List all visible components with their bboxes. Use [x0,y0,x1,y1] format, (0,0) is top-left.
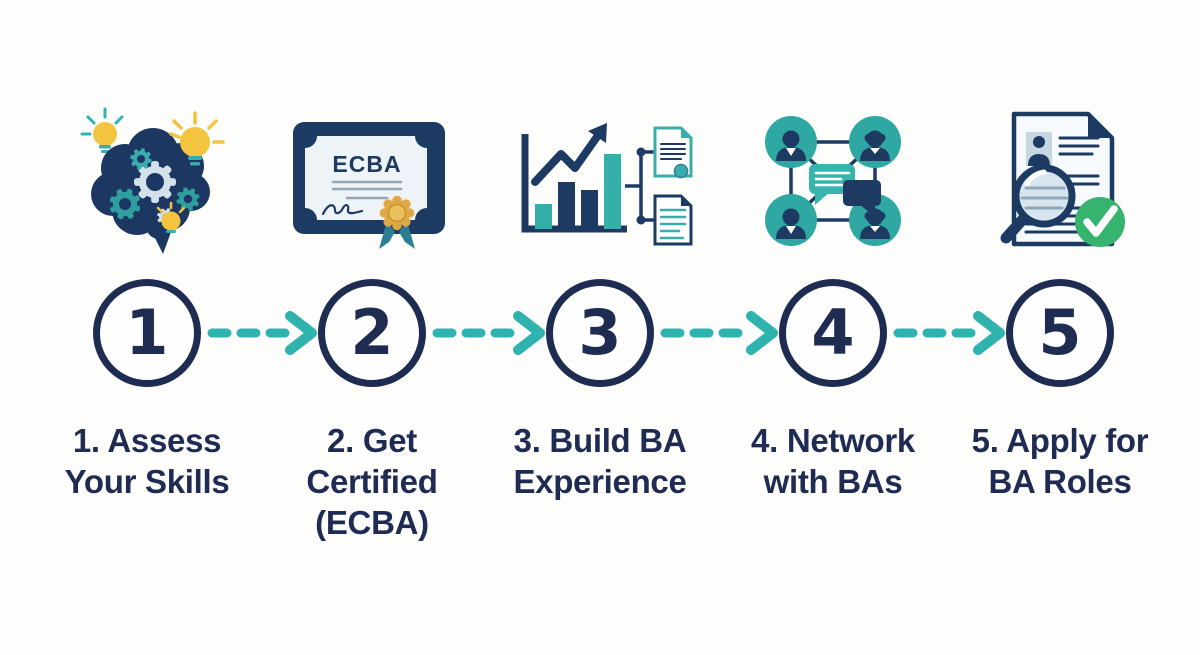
step-3-column: 3 3. Build BA Experience [480,0,720,655]
step-2-column: ECBA [252,0,492,655]
step-5-column: 5 5. Apply for BA Roles [940,0,1180,655]
step-3-label: 3. Build BA Experience [480,420,720,502]
step-4-column: 4 4. Network with BAs [713,0,953,655]
magnifier-icon [1000,164,1076,244]
lightbulb-icon [169,111,225,166]
label-line: 2. Get [327,422,417,459]
step-1-number-circle: 1 [93,279,201,387]
person-node-icon [765,116,817,168]
check-icon [1075,197,1125,247]
signature [321,204,364,216]
person-node-icon [765,194,817,246]
people-network-chat-icon [765,116,901,246]
step-number: 2 [350,296,394,369]
step-number: 4 [811,296,855,369]
lightbulb-icon [80,107,124,153]
step-3-number-circle: 3 [546,279,654,387]
document-icon [653,194,693,246]
label-line: Certified [306,463,438,500]
step-1-column: 1 1. Assess Your Skills [27,0,267,655]
step-5-number-circle: 5 [1006,279,1114,387]
award-rosette-icon [379,195,415,249]
label-line: 5. Apply for [971,422,1149,459]
certificate-title: ECBA [332,151,401,177]
label-line: 3. Build BA [513,422,687,459]
step-4-number-circle: 4 [779,279,887,387]
step-2-number-circle: 2 [318,279,426,387]
label-line: BA Roles [988,463,1132,500]
brain-gears-lightbulbs-icon [80,107,225,254]
bar-chart [535,154,621,229]
label-line: Experience [513,463,687,500]
step-1-label: 1. Assess Your Skills [27,420,267,502]
label-line: 1. Assess [72,422,222,459]
person-node-icon [849,116,901,168]
lightbulb-icon [156,201,186,233]
step-number: 1 [125,296,169,369]
step-number: 5 [1038,296,1082,369]
label-line: (ECBA) [315,504,429,541]
chat-bubble-icon [843,180,881,217]
label-line: with BAs [763,463,903,500]
step-2-label: 2. Get Certified (ECBA) [252,420,492,543]
ecba-certificate-icon: ECBA [293,122,445,249]
growth-arrow-icon [531,123,607,186]
step-number: 3 [578,296,622,369]
step-5-label: 5. Apply for BA Roles [940,420,1180,502]
resume-magnifier-check-icon [1000,111,1125,247]
label-line: Your Skills [64,463,230,500]
growth-chart-documents-icon [521,123,693,246]
document-icon [653,126,693,179]
step-4-label: 4. Network with BAs [713,420,953,502]
connector-lines [625,150,655,222]
person-node-icon [849,194,901,246]
label-line: 4. Network [751,422,915,459]
